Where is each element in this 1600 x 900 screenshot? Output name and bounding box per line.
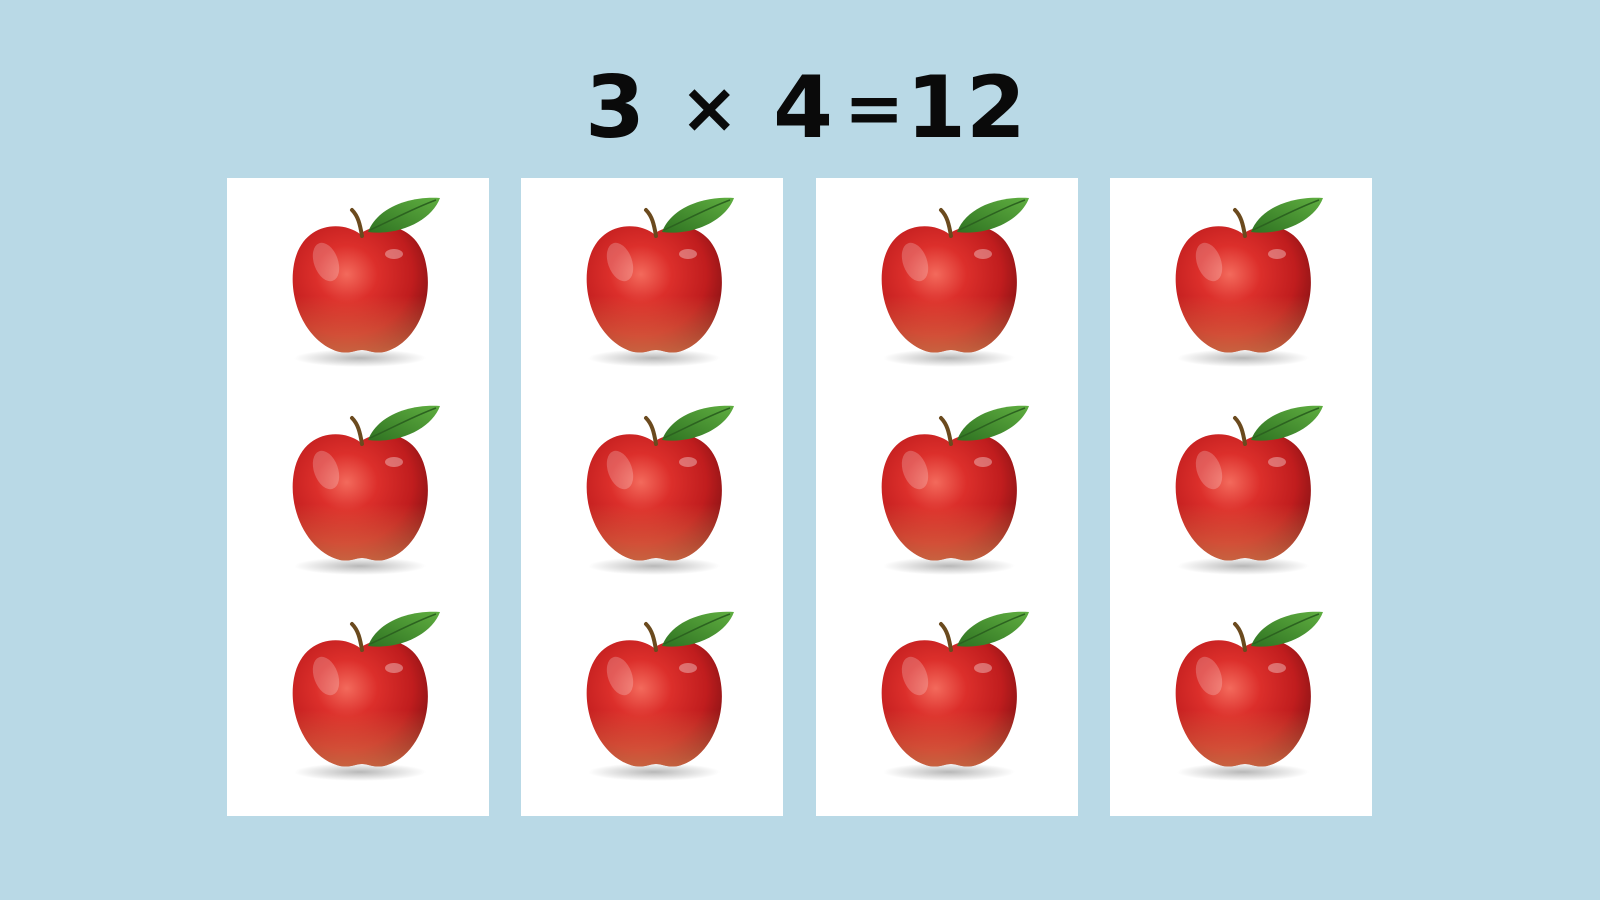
equals-symbol: = xyxy=(844,66,905,150)
apple-icon xyxy=(576,192,736,372)
apple-group-2 xyxy=(521,178,783,816)
apple-icon xyxy=(282,192,442,372)
apple-icon xyxy=(576,400,736,580)
apple-icon xyxy=(282,606,442,786)
equation: 3 × 4 = 12 xyxy=(0,58,1600,158)
apple-icon xyxy=(871,606,1031,786)
apple-icon xyxy=(871,192,1031,372)
apple-icon xyxy=(1165,192,1325,372)
apple-icon xyxy=(282,400,442,580)
factor-b: 4 xyxy=(773,58,833,158)
result: 12 xyxy=(906,58,1026,158)
apple-group-4 xyxy=(1110,178,1372,816)
apple-group-3 xyxy=(816,178,1078,816)
apple-icon xyxy=(1165,606,1325,786)
apple-icon xyxy=(871,400,1031,580)
apple-group-1 xyxy=(227,178,489,816)
times-symbol: × xyxy=(680,67,739,149)
apple-icon xyxy=(576,606,736,786)
factor-a: 3 xyxy=(585,58,645,158)
apple-icon xyxy=(1165,400,1325,580)
